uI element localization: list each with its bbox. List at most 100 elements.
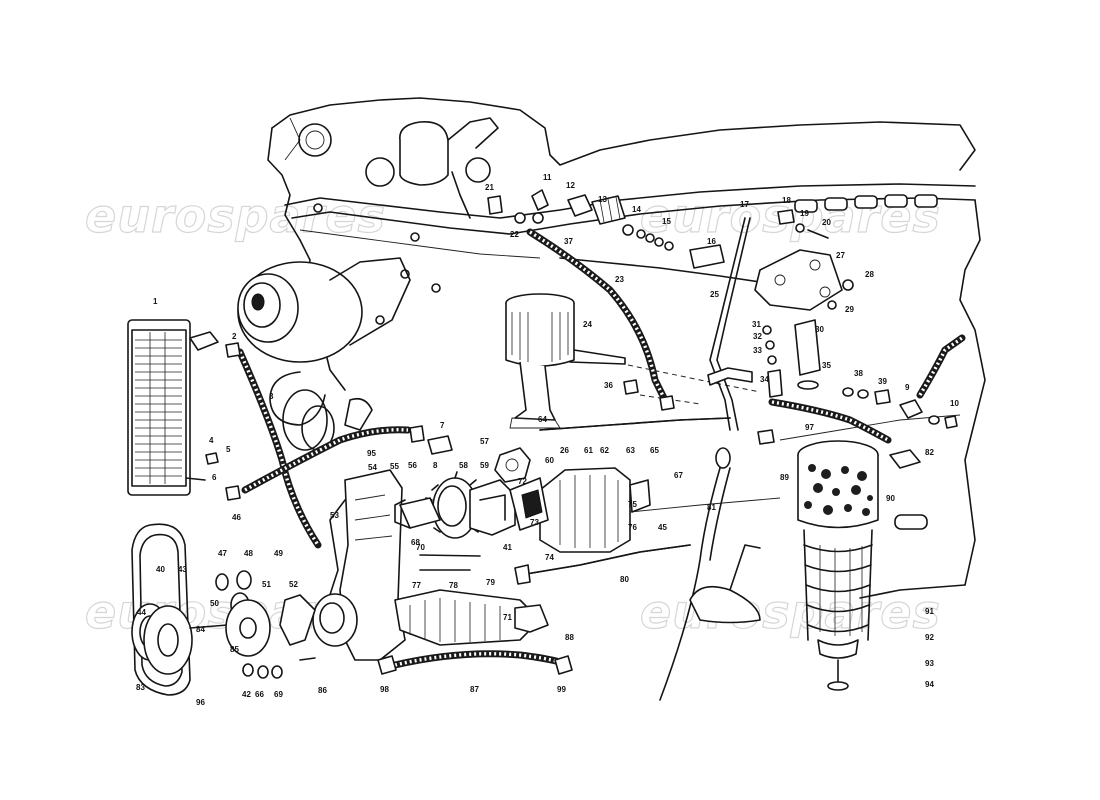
upper-fittings [487,189,829,431]
part-label: 38 [854,369,863,378]
part-label: 56 [408,461,417,470]
part-label: 6 [212,473,217,482]
part-label: 4 [209,436,214,445]
part-label: 25 [710,290,719,299]
part-label: 45 [658,523,667,532]
right-fittings [205,342,958,675]
part-label: 11 [543,173,552,182]
hoses [236,228,966,669]
part-label: 55 [390,462,399,471]
part-label: 26 [560,446,569,455]
part-label: 97 [805,423,814,432]
part-label: 73 [530,518,539,527]
part-label: 32 [753,332,762,341]
part-label: 39 [878,377,887,386]
part-label: 36 [604,381,613,390]
part-label: 30 [815,325,824,334]
filter-head [707,249,854,398]
pulley-belt [131,523,316,696]
part-label: 58 [459,461,468,470]
part-label: 67 [674,471,683,480]
part-labels: 1 2 3 4 5 6 7 8 9 10 11 12 13 14 15 16 1… [136,173,959,707]
part-label: 74 [545,553,554,562]
part-label: 57 [480,437,489,446]
part-label: 79 [486,578,495,587]
part-label: 68 [411,538,420,547]
part-label: 23 [615,275,624,284]
part-label: 48 [244,549,253,558]
part-label: 69 [274,690,283,699]
part-label: 41 [503,543,512,552]
part-label: 92 [925,633,934,642]
part-label: 10 [950,399,959,408]
part-label: 42 [242,690,251,699]
oil-filter [797,440,879,691]
part-label: 51 [262,580,271,589]
part-label: 18 [782,196,791,205]
part-label: 84 [196,625,205,634]
part-label: 76 [628,523,637,532]
part-label: 95 [367,449,376,458]
part-label: 47 [218,549,227,558]
part-label: 7 [440,421,445,430]
part-label: 61 [584,446,593,455]
part-label: 72 [518,477,527,486]
part-label: 87 [470,685,479,694]
part-label: 40 [156,565,165,574]
dipstick [659,447,761,701]
engine-block [267,97,986,599]
part-label: 44 [137,608,146,617]
part-label: 49 [274,549,283,558]
part-label: 8 [433,461,438,470]
part-label: 24 [583,320,592,329]
part-label: 12 [566,181,575,190]
part-label: 21 [485,183,494,192]
part-label: 52 [289,580,298,589]
part-label: 88 [565,633,574,642]
part-label: 54 [368,463,377,472]
part-label: 83 [136,683,145,692]
part-label: 35 [822,361,831,370]
oil-radiator [127,319,219,496]
part-label: 62 [600,446,609,455]
part-label: 53 [330,511,339,520]
part-label: 22 [510,230,519,239]
part-label: 77 [412,581,421,590]
part-label: 65 [650,446,659,455]
part-label: 60 [545,456,554,465]
part-label: 2 [232,332,237,341]
part-label: 66 [255,690,264,699]
part-label: 98 [380,685,389,694]
part-label: 28 [865,270,874,279]
part-label: 91 [925,607,934,616]
part-label: 71 [503,613,512,622]
part-label: 89 [780,473,789,482]
part-label: 63 [626,446,635,455]
part-label: 86 [318,686,327,695]
part-label: 15 [662,217,671,226]
part-label: 82 [925,448,934,457]
lower-pipe [419,544,691,633]
manifold-ports [794,194,938,213]
part-label: 80 [620,575,629,584]
part-label: 16 [707,237,716,246]
watermark-text: eurospares [640,585,941,639]
part-label: 78 [449,581,458,590]
part-label: 46 [232,513,241,522]
part-label: 96 [196,698,205,707]
part-label: 19 [800,209,809,218]
watermark-text: eurospares [85,189,386,243]
part-label: 27 [836,251,845,260]
part-label: 3 [269,392,274,401]
part-label: 1 [153,297,158,306]
part-label: 64 [538,415,547,424]
part-label: 33 [753,346,762,355]
part-label: 34 [760,375,769,384]
part-label: 13 [598,195,607,204]
gear-shaft [394,471,516,539]
part-label: 9 [905,383,910,392]
water-pump-assembly [237,257,411,451]
filter-canister [505,293,626,429]
part-label: 50 [210,599,219,608]
